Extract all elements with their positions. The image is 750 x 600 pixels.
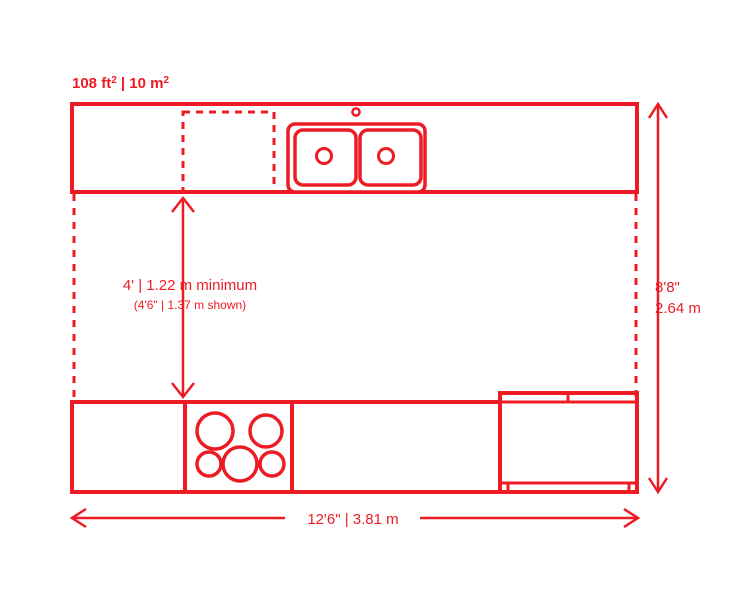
area-label-metric: 10 m (129, 75, 163, 92)
area-label-metric-exponent: 2 (164, 75, 170, 86)
cooktop-burner-rear-left (195, 411, 235, 451)
clearance-secondary-label: (4'6" | 1.37 m shown) (134, 298, 246, 312)
width-arrowhead-right (623, 507, 641, 529)
dishwasher-outline (181, 110, 276, 194)
sink-basin-right (358, 128, 423, 187)
area-label-separator: | (117, 75, 130, 92)
double-basin-sink (286, 107, 427, 194)
refrigerator (498, 391, 639, 494)
cooktop-burner-front-right (258, 450, 286, 478)
clearance-arrowhead-up (171, 195, 195, 213)
cooktop-burner-front-left (195, 450, 223, 478)
refrigerator-outline (498, 391, 639, 494)
overall-depth-imperial: 8'8" (655, 279, 680, 296)
cooktop-burner-rear-right (248, 413, 284, 449)
sink-faucet-icon (351, 107, 361, 117)
area-label-imperial: 108 ft (72, 75, 111, 92)
area-label-imperial-exponent: 2 (111, 75, 117, 86)
overall-depth-dimension: 8'8" 2.64 m (647, 101, 701, 495)
depth-arrowhead-up (647, 101, 669, 119)
sink-basin-left (293, 128, 358, 187)
cooktop-burner-center (221, 445, 259, 483)
sink-drain-right (377, 147, 395, 165)
lower-cabinet-left (70, 400, 187, 494)
clearance-primary-label: 4' | 1.22 m minimum (123, 277, 257, 294)
overall-depth-metric: 2.64 m (655, 300, 701, 317)
lower-cabinet-middle (290, 400, 502, 494)
aisle-clearance-dimension: 4' | 1.22 m minimum (4'6" | 1.37 m shown… (123, 195, 257, 400)
upper-counter-run (70, 102, 639, 194)
overall-width-dimension: 12'6" | 3.81 m (69, 507, 641, 529)
clearance-arrowhead-down (171, 382, 195, 400)
area-label: 108 ft2 | 10 m2 (72, 75, 170, 92)
width-arrowhead-left (69, 507, 87, 529)
overall-width-label: 12'6" | 3.81 m (307, 511, 398, 528)
five-burner-cooktop (183, 400, 294, 494)
sink-drain-left (315, 147, 333, 165)
depth-arrowhead-down (647, 477, 669, 495)
lower-counter-run (70, 391, 639, 494)
